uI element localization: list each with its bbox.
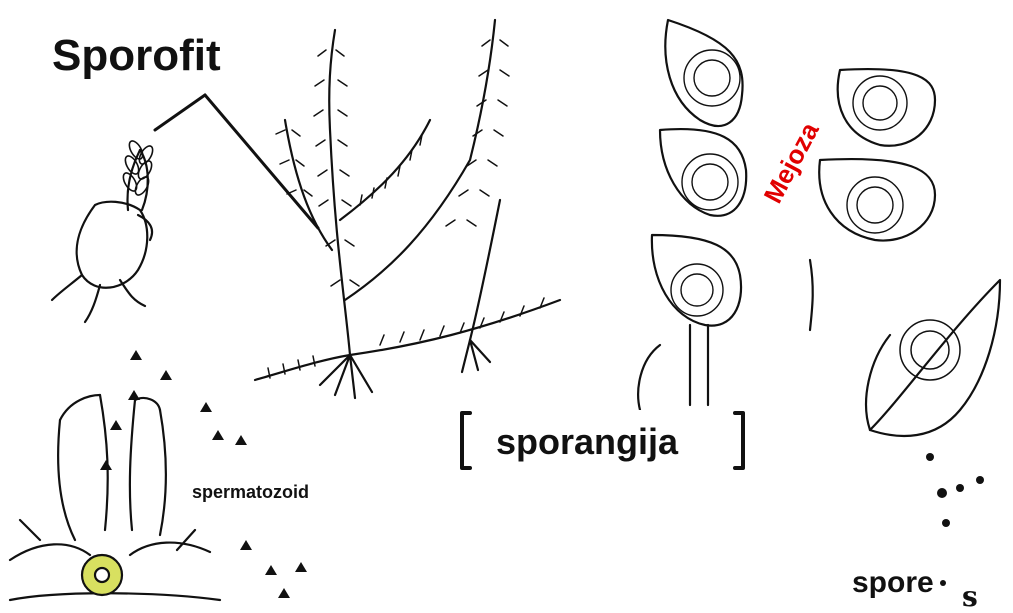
spore-label: spore [848, 566, 938, 600]
sporangija-label: sporangija [482, 410, 692, 474]
clipped-letter: s [962, 580, 978, 613]
young-sporophyte-drawing [52, 139, 155, 322]
spermatozoid-label: spermatozoid [186, 480, 315, 504]
open-sporangium-drawing [866, 280, 1000, 586]
strobilus-drawing [638, 20, 935, 410]
archegonium-drawing [10, 350, 307, 600]
sporofit-label: Sporofit [32, 22, 239, 92]
